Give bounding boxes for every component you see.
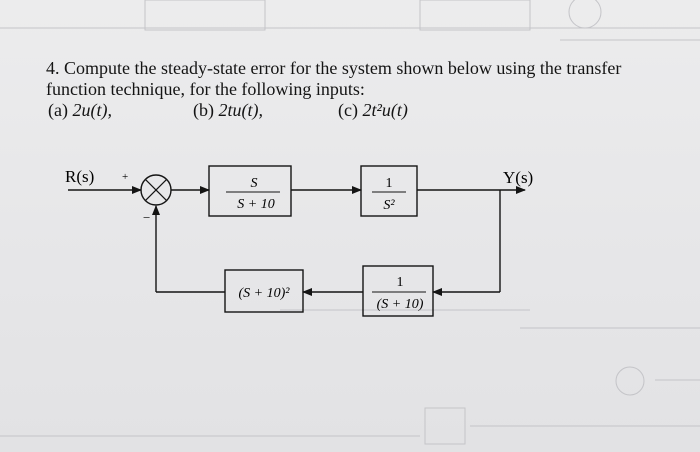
plant-numerator: 1 xyxy=(386,176,393,191)
input-a: (a) 2u(t), xyxy=(48,100,112,120)
problem-line-2: function technique, for the following in… xyxy=(46,79,686,100)
sensor-denominator: (S + 10) xyxy=(377,297,424,312)
feedback-block: (S + 10)² xyxy=(224,269,304,313)
problem-text-2: function technique, for the following in… xyxy=(46,79,365,99)
sensor-numerator: 1 xyxy=(397,275,404,290)
controller-numerator: S xyxy=(251,176,258,191)
input-c: (c) 2t²u(t) xyxy=(338,100,408,120)
sum-minus-sign: − xyxy=(143,210,150,225)
problem-number: 4. xyxy=(46,58,60,78)
summing-junction xyxy=(140,174,172,206)
problem-statement: 4. Compute the steady-state error for th… xyxy=(46,58,686,100)
plant-denominator: S² xyxy=(383,198,395,213)
input-b: (b) 2tu(t), xyxy=(193,100,263,120)
controller-denominator: S + 10 xyxy=(237,197,274,212)
feedback-block-expression: (S + 10)² xyxy=(239,286,291,301)
output-label: Y(s) xyxy=(503,168,533,187)
sum-plus-sign: + xyxy=(122,171,128,183)
problem-text-1: Compute the steady-state error for the s… xyxy=(64,58,622,78)
input-label: R(s) xyxy=(65,167,94,186)
sensor-block: 1 (S + 10) xyxy=(362,265,434,317)
plant-block: 1 S² xyxy=(360,165,418,217)
controller-block: S S + 10 xyxy=(208,165,292,217)
problem-line-1: 4. Compute the steady-state error for th… xyxy=(46,58,686,79)
